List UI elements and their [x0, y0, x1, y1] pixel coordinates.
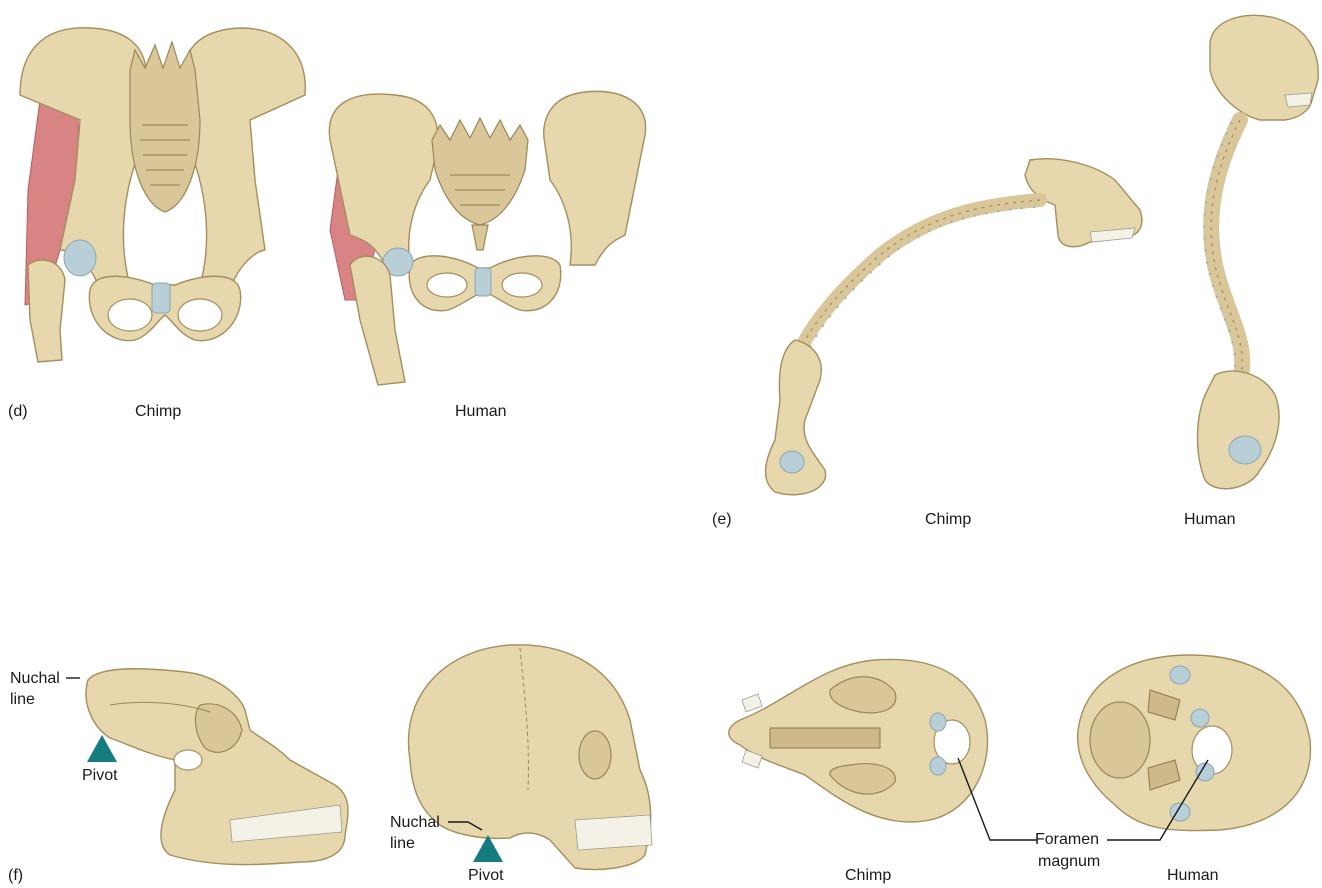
- human-nuchal-label-1: Nuchal: [390, 813, 440, 832]
- panel-e-human-label: Human: [1184, 510, 1236, 529]
- panel-d-letter: (d): [8, 402, 28, 421]
- chimp-pelvis: [20, 28, 305, 362]
- panel-e-letter: (e): [712, 510, 732, 529]
- chimp-skull-base: [729, 659, 988, 822]
- human-pelvis: [329, 91, 645, 385]
- human-spine: [1198, 15, 1319, 488]
- foramen-label-1: Foramen: [1035, 830, 1099, 849]
- panel-f-letter: (f): [8, 866, 23, 885]
- panel-d-chimp-label: Chimp: [135, 402, 181, 421]
- chimp-spine: [766, 159, 1142, 495]
- chimp-pivot-label: Pivot: [82, 766, 118, 785]
- human-skull-lateral: [408, 645, 652, 870]
- human-pivot-label: Pivot: [468, 866, 504, 885]
- human-skull-base: [1078, 655, 1311, 831]
- panel-e-chimp-label: Chimp: [925, 510, 971, 529]
- chimp-nuchal-label-2: line: [10, 690, 35, 709]
- panel-f-human-label: Human: [1167, 866, 1219, 885]
- panel-d-human-label: Human: [455, 402, 507, 421]
- foramen-label-2: magnum: [1038, 852, 1100, 871]
- panel-f-chimp-label: Chimp: [845, 866, 891, 885]
- human-nuchal-label-2: line: [390, 834, 415, 853]
- chimp-nuchal-label-1: Nuchal: [10, 669, 60, 688]
- chimp-skull-lateral: [86, 669, 348, 865]
